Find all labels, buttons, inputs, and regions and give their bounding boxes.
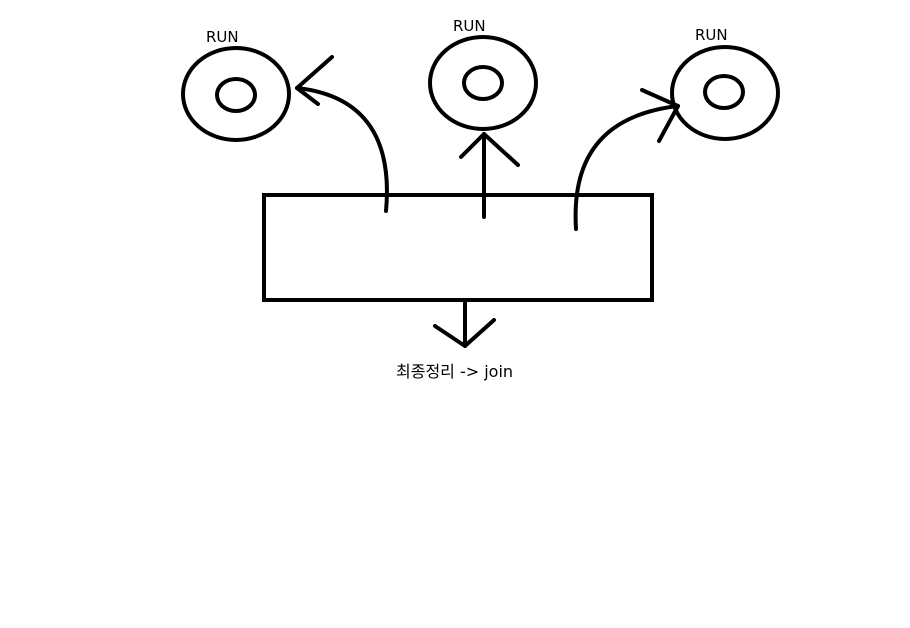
join-caption: 최종정리 -> join bbox=[396, 362, 514, 381]
arrow-right-head bbox=[640, 88, 680, 143]
thread-node-right-inner bbox=[703, 74, 745, 110]
thread-node-middle bbox=[428, 35, 538, 131]
arrow-to-left-thread bbox=[295, 55, 389, 213]
thread-node-left-outer bbox=[181, 46, 291, 142]
arrow-left-shaft bbox=[295, 86, 389, 213]
run-label-left: RUN bbox=[206, 28, 239, 46]
arrow-left-head bbox=[295, 55, 334, 106]
thread-node-middle-outer bbox=[428, 35, 538, 131]
run-label-middle: RUN bbox=[453, 17, 486, 35]
arrow-middle-head bbox=[459, 132, 520, 167]
thread-node-left-inner bbox=[215, 77, 257, 113]
thread-node-middle-inner bbox=[462, 65, 504, 101]
thread-node-right-outer bbox=[670, 45, 780, 141]
run-label-right: RUN bbox=[695, 26, 728, 44]
arrow-join-down bbox=[433, 299, 496, 348]
thread-node-right bbox=[670, 45, 780, 141]
main-process-box bbox=[262, 193, 654, 302]
arrow-join-head bbox=[433, 318, 496, 348]
arrow-to-middle-thread bbox=[459, 132, 520, 219]
arrow-right-shaft bbox=[573, 104, 680, 231]
thread-node-left bbox=[181, 46, 291, 142]
arrow-to-right-thread bbox=[573, 88, 680, 231]
